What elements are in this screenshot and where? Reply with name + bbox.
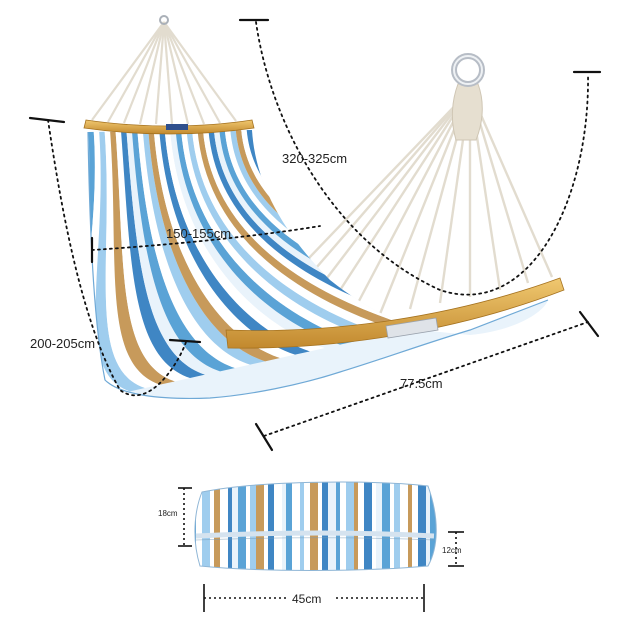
folded-stripe	[300, 482, 304, 571]
fabric-stripe	[170, 130, 340, 348]
folded-stripe	[210, 482, 214, 571]
bed-length-arc	[47, 119, 187, 397]
fabric-stripe	[164, 130, 325, 352]
fabric-stripe	[115, 130, 190, 382]
fabric-stripe	[186, 130, 385, 338]
fabric-stripe	[191, 130, 400, 335]
folded-stripe	[214, 482, 220, 571]
fabric-stripe	[175, 130, 355, 345]
folded-stripe	[282, 482, 286, 571]
folded-stripe	[418, 482, 426, 571]
folded-stripe	[202, 482, 210, 571]
folded-stripe	[286, 482, 292, 571]
right-bar-bracket	[385, 317, 439, 339]
folded-hammock	[194, 481, 437, 571]
fabric-stripe	[104, 130, 160, 388]
folded-stripe	[430, 482, 436, 571]
folded-stripe	[196, 482, 202, 571]
folded-stripe	[390, 482, 394, 571]
hammock	[83, 15, 565, 399]
fabric-stripe	[120, 130, 205, 378]
bed-width-label: 150-155cm	[166, 226, 231, 241]
length-total-arc	[255, 21, 589, 296]
folded-stripe	[250, 482, 256, 571]
length-total-label: 320-325cm	[282, 151, 347, 166]
folded-stripe	[256, 482, 264, 571]
dimension-end-ticks	[28, 18, 602, 452]
folded-stripe	[394, 482, 400, 571]
fabric-stripe	[131, 130, 235, 372]
folded-stripe	[318, 482, 322, 571]
folded-stripe	[292, 482, 300, 571]
bed-width-line	[91, 225, 321, 251]
folded-stripe	[304, 482, 310, 571]
folded-dimension-lines	[178, 487, 464, 612]
fabric-stripe	[208, 130, 445, 325]
folded-stripe	[310, 482, 318, 571]
folded-stripe	[340, 482, 346, 571]
fabric-stripe	[180, 130, 370, 342]
folded-stripe	[408, 482, 412, 571]
folded-stripe	[382, 482, 390, 571]
fabric-stripe	[137, 130, 250, 368]
folded-width-label: 45cm	[292, 592, 321, 606]
folded-stripe	[336, 482, 340, 571]
folded-stripe	[264, 482, 268, 571]
bed-length-label: 200-205cm	[30, 336, 95, 351]
fabric-stripe	[213, 130, 460, 322]
fabric-stripe	[109, 130, 175, 385]
folded-stripe	[322, 482, 328, 571]
dimension-lines	[47, 21, 589, 437]
folded-stripe	[376, 482, 382, 571]
folded-stripe	[232, 482, 238, 571]
folded-stripe	[228, 482, 232, 571]
folded-stripe	[364, 482, 372, 571]
fabric-stripe	[224, 130, 490, 315]
right-spreader-bar	[225, 277, 565, 349]
left-ropes	[91, 21, 237, 125]
fabric-stripe	[148, 130, 280, 362]
fabric-stripe	[126, 130, 220, 375]
folded-depth-label: 12cm	[442, 546, 462, 555]
folded-height-label: 18cm	[158, 509, 178, 518]
folded-stripe	[346, 482, 354, 571]
folded-stripe	[436, 482, 437, 571]
folded-stripe	[274, 482, 282, 571]
fabric-stripe	[202, 130, 430, 328]
folded-stripe	[412, 482, 418, 571]
fabric-stripe	[95, 130, 145, 392]
left-hanging-ring-icon	[159, 15, 169, 25]
folded-stripe	[328, 482, 336, 571]
fabric-stripe	[219, 130, 475, 318]
folded-stripe	[354, 482, 358, 571]
spreader-bar-label: 77.5cm	[400, 376, 443, 391]
fabric-stripe	[197, 130, 415, 332]
folded-stripe	[238, 482, 246, 571]
folded-stripe	[400, 482, 408, 571]
folded-stripe	[246, 482, 250, 571]
folded-stripe	[358, 482, 364, 571]
folded-stripe	[220, 482, 228, 571]
folded-stripe	[268, 482, 274, 571]
folded-stripe	[426, 482, 430, 571]
rope-knot	[451, 83, 483, 141]
folded-stripe	[372, 482, 376, 571]
fabric-stripe	[142, 130, 265, 365]
left-bar-label	[166, 124, 188, 130]
